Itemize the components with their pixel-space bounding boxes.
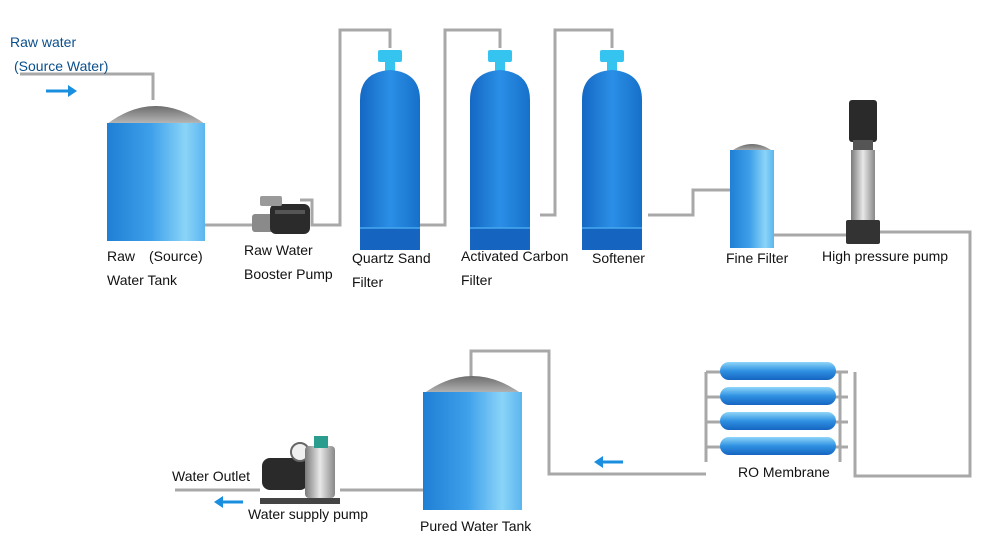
- raw-tank-label-line1: Raw (Source): [107, 248, 203, 264]
- arrow-left-icon: [214, 496, 243, 508]
- supply-pump-icon: [260, 436, 340, 504]
- pured-water-tank-label: Pured Water Tank: [420, 518, 532, 534]
- booster-pump-label-line1: Raw Water: [244, 242, 313, 258]
- pipe-softener-to-fine: [648, 188, 730, 217]
- pipe-ro-manifold-left: [704, 370, 722, 462]
- arrow-right-icon: [46, 85, 77, 97]
- fine-filter-label: Fine Filter: [726, 250, 789, 266]
- pump-icon: [252, 196, 310, 234]
- booster-pump-label-line2: Booster Pump: [244, 266, 333, 282]
- membrane-tube-icon: [720, 412, 836, 430]
- softener-label: Softener: [592, 250, 645, 266]
- membrane-tube-icon: [720, 362, 836, 380]
- membrane-tube-icon: [720, 387, 836, 405]
- pipe-carbon-to-softener: [540, 28, 614, 217]
- pipe-quartz-to-carbon: [420, 28, 502, 227]
- source-water-label: (Source Water): [14, 58, 109, 74]
- ro-membrane-label: RO Membrane: [738, 464, 830, 480]
- raw-water-tank: [107, 106, 205, 241]
- high-pressure-pump-label: High pressure pump: [822, 248, 949, 264]
- ro-membrane-rack: [720, 362, 836, 455]
- raw-tank-label-line2: Water Tank: [107, 272, 178, 288]
- pipe-hp-to-ro: [853, 230, 972, 478]
- water-outlet-label: Water Outlet: [172, 468, 251, 484]
- carbon-filter-label-line2: Filter: [461, 272, 493, 288]
- pipes: [20, 28, 972, 492]
- pipe-ro-to-pured-tank: [469, 349, 706, 476]
- activated-carbon-filter: [470, 50, 530, 250]
- pipe-ro-manifold-right: [835, 370, 848, 462]
- raw-water-label: Raw water: [10, 34, 77, 50]
- quartz-sand-filter: [360, 50, 420, 250]
- pipe-booster-to-quartz: [300, 28, 392, 227]
- quartz-filter-label-line2: Filter: [352, 274, 384, 290]
- water-supply-pump-label: Water supply pump: [248, 506, 369, 522]
- pured-water-tank: [423, 376, 522, 510]
- fine-filter: [730, 144, 774, 248]
- vertical-pump-icon: [846, 100, 880, 244]
- pipe-raw-inlet: [20, 72, 155, 100]
- membrane-tube-icon: [720, 437, 836, 455]
- arrow-left-icon: [594, 456, 623, 468]
- carbon-filter-label-line1: Activated Carbon: [461, 248, 569, 264]
- quartz-filter-label-line1: Quartz Sand: [352, 250, 431, 266]
- softener-tank: [582, 50, 642, 250]
